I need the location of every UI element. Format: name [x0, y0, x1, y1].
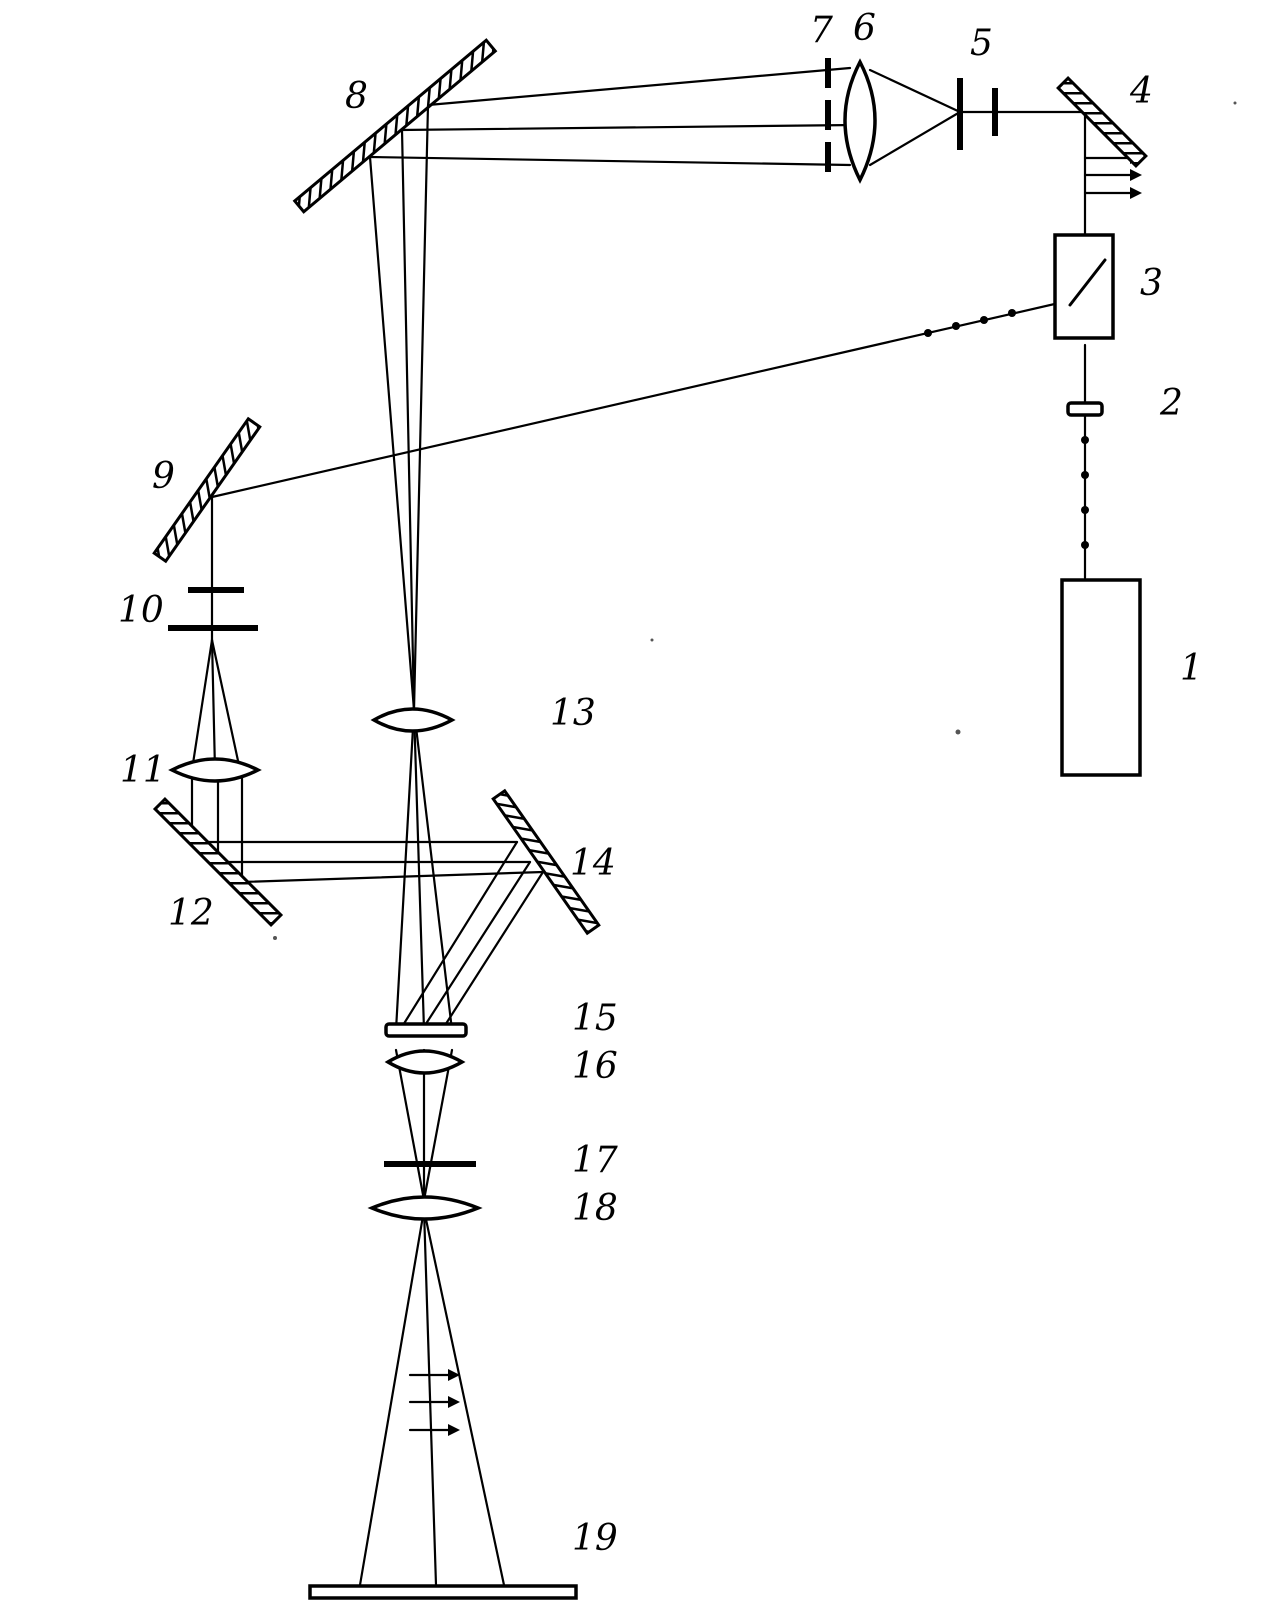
- component-labels: 1 2 3 4 5 6 7 8 9 10 11 12 13 14 15 16 1…: [118, 8, 1203, 1559]
- label-10: 10: [118, 590, 164, 631]
- scan-specks: [273, 101, 1237, 940]
- beam-10-to-11-right: [210, 638, 242, 772]
- beam-5-to-6-bottom: [868, 110, 962, 167]
- label-16: 16: [572, 1046, 618, 1087]
- beam-13-to-16-mid: [412, 708, 426, 1032]
- beam-6-to-8-top: [426, 66, 852, 107]
- beam-18-to-19-left: [358, 1208, 426, 1587]
- beam-13-to-16-left: [394, 708, 416, 1032]
- beam-14-to-15-c: [440, 870, 545, 1032]
- beam-16-to-18-b: [422, 1048, 454, 1202]
- beam-16-to-18-a: [394, 1048, 426, 1202]
- label-18: 18: [572, 1188, 618, 1229]
- mirror-12: [152, 796, 284, 928]
- beam-5-to-6-top: [868, 68, 962, 114]
- label-19: 19: [572, 1518, 618, 1559]
- mirror-14: [491, 788, 601, 936]
- lens-18: [367, 1195, 483, 1221]
- beam-8-to-13-right: [412, 103, 430, 712]
- label-15: 15: [572, 998, 618, 1039]
- laser-1: [1060, 578, 1142, 777]
- beam-12-to-14-bottom: [240, 870, 545, 884]
- plate-15: [384, 1022, 468, 1038]
- label-4: 4: [1129, 71, 1153, 112]
- light-rays: [190, 66, 1087, 1587]
- lens-11: [168, 757, 262, 783]
- mirror-8: [292, 38, 498, 214]
- beam-18-to-19-mid: [422, 1208, 438, 1587]
- beam-splitter-3: [1053, 233, 1115, 340]
- label-3: 3: [1140, 263, 1163, 304]
- beam-10-to-11-mid: [210, 638, 217, 772]
- label-12: 12: [168, 893, 214, 934]
- beam-10-to-11-left: [190, 638, 214, 772]
- beam-6-to-8-mid: [398, 123, 857, 132]
- label-11: 11: [120, 750, 166, 791]
- beam-18-to-19-right: [422, 1208, 506, 1587]
- beam-14-to-15-a: [398, 840, 519, 1032]
- beam-13-to-16-right: [412, 708, 454, 1032]
- mirror-4: [1056, 76, 1148, 168]
- label-6: 6: [853, 8, 876, 49]
- lens-6: [843, 58, 877, 184]
- lens-16: [384, 1049, 466, 1075]
- arrows-near-screen: [408, 1369, 460, 1436]
- filter-5: [957, 78, 998, 150]
- beam-14-to-15-b: [420, 860, 532, 1032]
- beam-8-to-13-mid: [400, 128, 416, 712]
- element-10: [168, 587, 258, 631]
- label-1: 1: [1180, 648, 1203, 689]
- label-9: 9: [152, 456, 175, 497]
- label-13: 13: [550, 693, 596, 734]
- beam-6-to-8-bottom: [368, 155, 852, 167]
- label-8: 8: [345, 76, 368, 117]
- beam-3-to-9: [210, 298, 1074, 499]
- lens-13: [370, 707, 456, 733]
- beam-8-to-13-left: [368, 155, 416, 712]
- label-7: 7: [810, 10, 833, 51]
- mirror-9: [152, 416, 262, 564]
- screen-19: [308, 1584, 578, 1600]
- plate-2: [1066, 401, 1104, 417]
- label-2: 2: [1159, 383, 1183, 424]
- polarization-dots: [924, 309, 1089, 549]
- label-5: 5: [970, 23, 993, 64]
- arrows-near-4: [1083, 152, 1142, 199]
- label-14: 14: [570, 843, 616, 884]
- label-17: 17: [572, 1140, 618, 1181]
